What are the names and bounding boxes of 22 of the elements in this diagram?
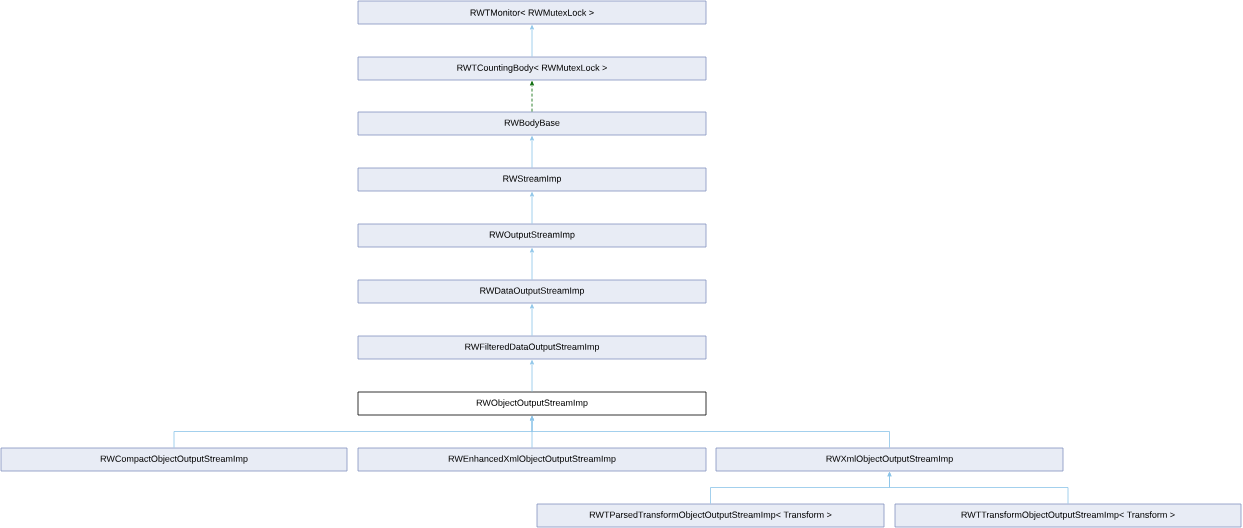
class-box: RWEnhancedXmlObjectOutputStreamImp xyxy=(357,447,707,472)
class-box: RWObjectOutputStreamImp xyxy=(357,391,707,416)
class-box: RWStreamImp xyxy=(357,167,707,192)
inheritance-arrow xyxy=(530,81,534,112)
class-box: RWTMonitor< RWMutexLock > xyxy=(357,0,707,25)
inheritance-arrow xyxy=(530,248,534,280)
inheritance-arrow xyxy=(530,304,534,336)
class-box: RWXmlObjectOutputStreamImp xyxy=(715,447,1064,472)
inheritance-arrow xyxy=(887,472,1069,504)
inheritance-arrow xyxy=(530,25,534,57)
inheritance-arrow xyxy=(530,360,534,392)
class-box: RWTParsedTransformObjectOutputStreamImp< Transform > xyxy=(536,503,885,528)
inheritance-arrow xyxy=(530,136,534,168)
class-box: RWTCountingBody< RWMutexLock > xyxy=(357,56,707,81)
inheritance-arrow xyxy=(530,416,890,448)
class-box: RWFilteredDataOutputStreamImp xyxy=(357,335,707,360)
class-box: RWOutputStreamImp xyxy=(357,223,707,248)
class-box: RWDataOutputStreamImp xyxy=(357,279,707,304)
class-box: RWTTransformObjectOutputStreamImp< Transform > xyxy=(894,503,1242,528)
class-box: RWBodyBase xyxy=(357,111,707,136)
class-box: RWCompactObjectOutputStreamImp xyxy=(0,447,348,472)
inheritance-arrow xyxy=(530,192,534,224)
